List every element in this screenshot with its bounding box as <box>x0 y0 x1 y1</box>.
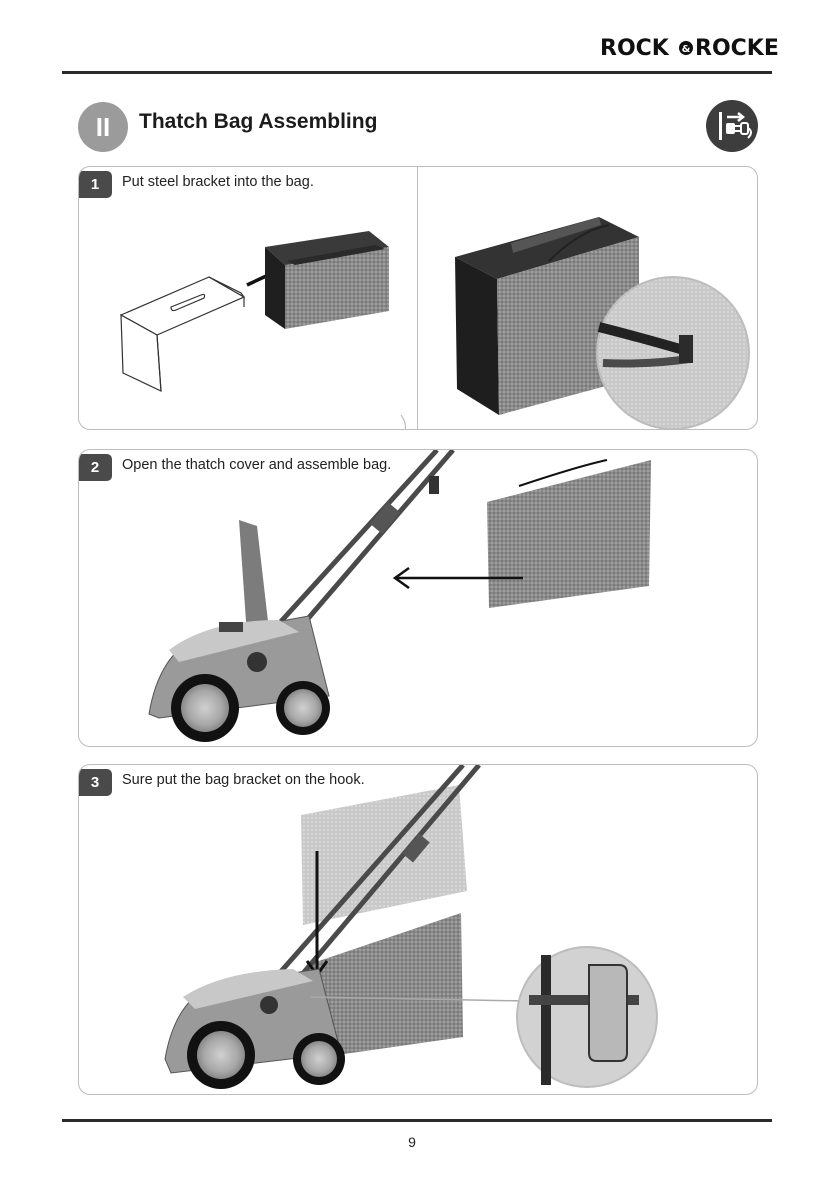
section-title: Thatch Bag Assembling <box>139 110 377 134</box>
brand-first: ROCK <box>600 36 670 59</box>
steel-bracket <box>121 277 244 391</box>
step-1-panel: 1 Put steel bracket into the bag. <box>78 166 758 430</box>
step-instruction: Open the thatch cover and assemble bag. <box>122 457 391 473</box>
unplug-icon <box>706 100 758 152</box>
section-badge: II <box>78 102 128 152</box>
footer-rule <box>62 1119 772 1122</box>
hook-detail-circle <box>517 947 657 1087</box>
bracket-detail-circle <box>597 277 749 429</box>
step-2-panel: 2 Open the thatch cover and assemble bag… <box>78 449 758 747</box>
header-rule <box>62 71 772 74</box>
mower-wheel-front <box>171 674 239 742</box>
step-number: 3 <box>78 769 112 796</box>
thatch-bag-small <box>265 231 389 329</box>
hook-bracket-illustration <box>79 765 758 1095</box>
step-3-panel: 3 Sure put the bag bracket on the hook. <box>78 764 758 1095</box>
thatch-bag <box>487 460 651 608</box>
step-instruction: Sure put the bag bracket on the hook. <box>122 772 365 788</box>
brand-second: ROCKER <box>695 36 780 59</box>
brand-amp: & <box>682 44 691 55</box>
step-number: 2 <box>78 454 112 481</box>
bracket-insert-illustration <box>79 167 758 430</box>
mower-wheel-rear <box>276 681 330 735</box>
page-number: 9 <box>0 1134 824 1150</box>
mower-bag-illustration <box>79 450 758 747</box>
brand-logo: ROCK & ROCKER <box>600 33 780 59</box>
